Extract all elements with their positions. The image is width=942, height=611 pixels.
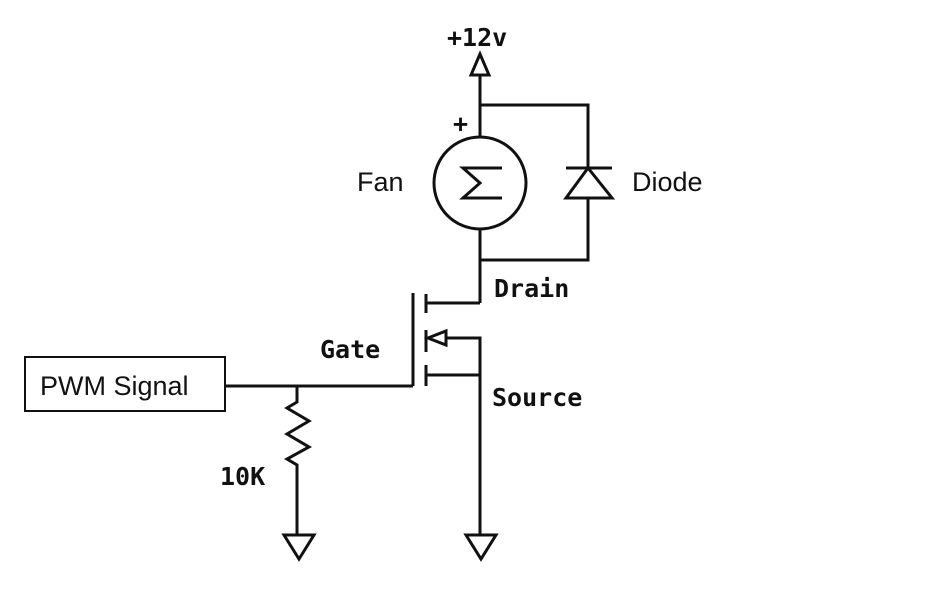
ground-icon	[281, 533, 317, 562]
diode-bottom-wire	[480, 198, 590, 262]
body-wire	[446, 336, 482, 375]
supply-label: +12v	[447, 23, 507, 52]
pwm-signal-label: PWM Signal	[40, 371, 189, 401]
resistor-10k	[283, 386, 313, 535]
source-label: Source	[492, 383, 582, 412]
drain-label: Drain	[494, 274, 569, 303]
resistor-label: 10K	[220, 462, 265, 491]
ground-icon	[463, 533, 499, 562]
diode-triangle-icon	[563, 165, 616, 200]
fan-sigma-icon	[459, 166, 502, 200]
pwm-signal-box	[24, 356, 226, 412]
fan-plus-label: +	[453, 109, 468, 138]
diode-label: Diode	[632, 167, 703, 197]
fan-label: Fan	[357, 167, 404, 197]
diode-top-wire	[480, 103, 590, 168]
body-arrow-icon	[423, 328, 448, 348]
supply-arrow-icon	[468, 50, 492, 77]
gate-label: Gate	[320, 335, 380, 364]
